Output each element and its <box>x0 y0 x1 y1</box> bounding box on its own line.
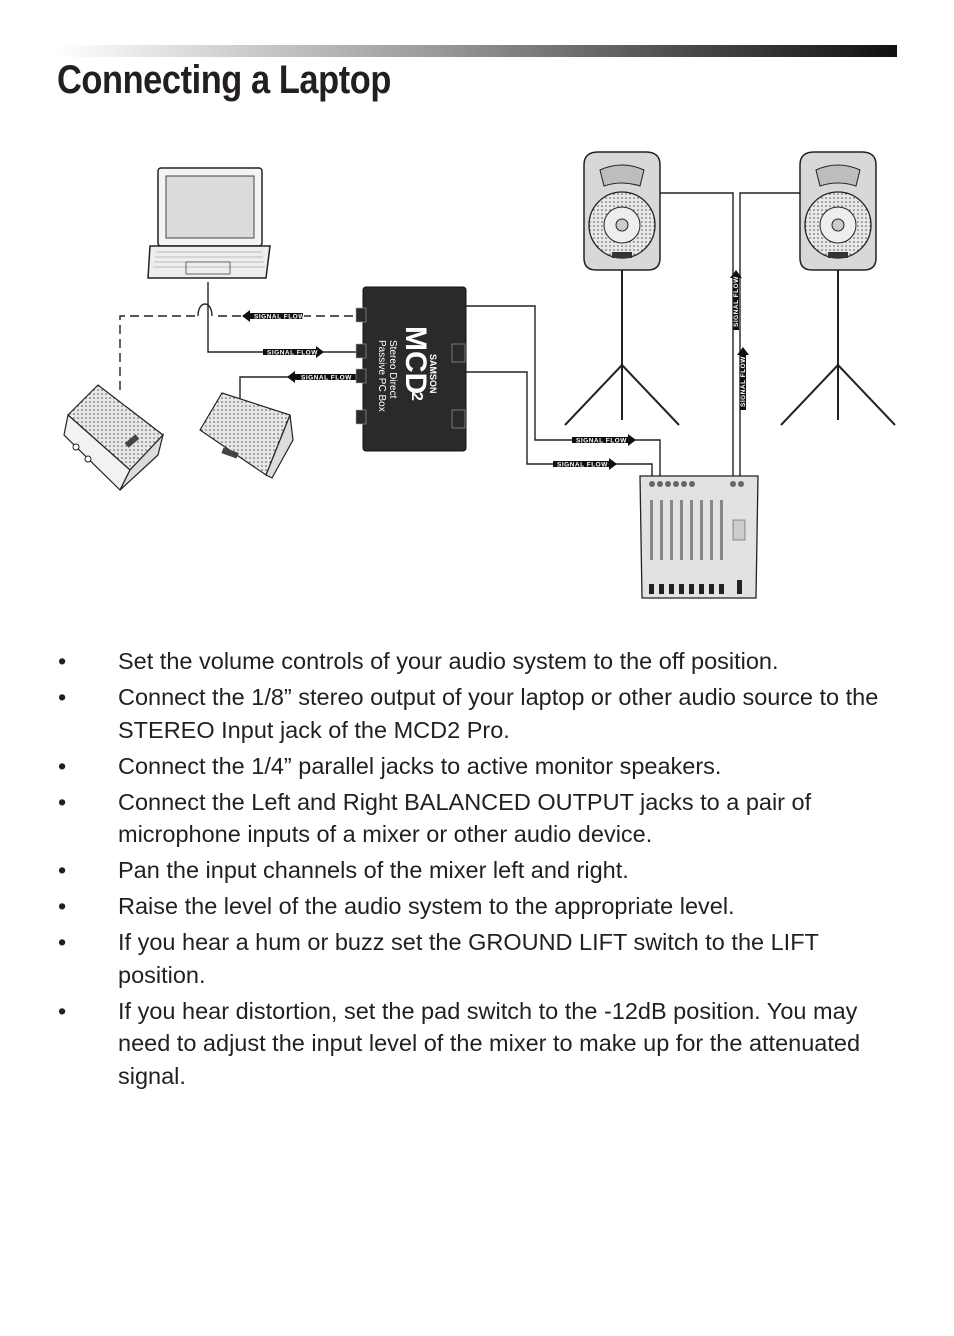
bullet: • <box>58 752 67 779</box>
bullet: • <box>58 997 67 1024</box>
step-text: Connect the 1/4” parallel jacks to activ… <box>118 752 722 779</box>
svg-text:Stereo Direct: Stereo Direct <box>387 340 398 399</box>
list-item: • Set the volume controls of your audio s… <box>58 645 908 678</box>
svg-text:SIGNAL FLOW: SIGNAL FLOW <box>740 356 747 407</box>
list-item: • Raise the level of the audio system to … <box>58 890 908 923</box>
bullet: • <box>58 857 67 883</box>
floor-monitor-left <box>63 384 165 492</box>
svg-text:SIGNAL FLOW: SIGNAL FLOW <box>267 350 318 357</box>
bullet: • <box>58 788 67 815</box>
list-item: • If you hear distortion, set the pad swi… <box>58 995 908 1093</box>
step-text: If you hear distortion, set the pad swit… <box>118 997 861 1089</box>
header-gradient-bar <box>58 45 897 57</box>
signal-flow-arrow-stereo-in: SIGNAL FLOW <box>263 346 324 358</box>
svg-text:2: 2 <box>408 392 425 401</box>
signal-flow-arrow-mixer-out-left: SIGNAL FLOW <box>730 270 742 330</box>
svg-text:Passive PC Box: Passive PC Box <box>376 340 387 412</box>
pa-speaker-right <box>780 151 896 426</box>
svg-text:SIGNAL FLOW: SIGNAL FLOW <box>254 314 305 321</box>
page-title: Connecting a Laptop <box>57 58 391 102</box>
bullet: • <box>58 648 67 674</box>
bullet: • <box>58 929 67 955</box>
bullet: • <box>58 684 67 710</box>
signal-flow-arrow-mixer-out-right: SIGNAL FLOW <box>737 347 749 410</box>
svg-text:SIGNAL FLOW: SIGNAL FLOW <box>557 462 608 469</box>
instruction-list: • Set the volume controls of your audio s… <box>58 645 908 1096</box>
pa-speaker-left <box>564 151 680 426</box>
list-item: • Pan the input channels of the mixer lef… <box>58 854 908 887</box>
list-item: • Connect the Left and Right BALANCED OUT… <box>58 786 908 851</box>
list-item: • Connect the 1/4” parallel jacks to acti… <box>58 750 908 783</box>
signal-flow-arrow-balanced-right: SIGNAL FLOW <box>553 458 617 470</box>
step-text: Raise the level of the audio system to t… <box>118 893 735 919</box>
svg-text:MCD: MCD <box>399 326 432 394</box>
step-text: Connect the 1/8” stereo output of your l… <box>118 684 879 743</box>
mcd2-direct-box: MCD 2 Stereo Direct Passive PC Box SAMSO… <box>355 286 467 452</box>
svg-text:SIGNAL FLOW: SIGNAL FLOW <box>733 276 740 327</box>
signal-flow-arrow-monitor: SIGNAL FLOW <box>287 371 356 383</box>
connection-diagram: SIGNAL FLOW SIGNAL FLOW SIGNAL FLOW SIGN… <box>63 151 896 599</box>
laptop <box>147 167 271 279</box>
svg-text:SAMSON: SAMSON <box>428 354 438 394</box>
step-text: Set the volume controls of your audio sy… <box>118 648 779 674</box>
step-text: Connect the Left and Right BALANCED OUTP… <box>118 788 812 848</box>
svg-text:SIGNAL FLOW: SIGNAL FLOW <box>576 438 627 445</box>
list-item: • Connect the 1/8” stereo output of your … <box>58 681 908 746</box>
signal-flow-arrow-balanced-left: SIGNAL FLOW <box>572 434 636 446</box>
bullet: • <box>58 893 67 919</box>
step-text: If you hear a hum or buzz set the GROUND… <box>118 929 819 988</box>
floor-monitor-right <box>199 392 294 479</box>
step-text: Pan the input channels of the mixer left… <box>118 857 629 883</box>
list-item: • If you hear a hum or buzz set the GROUN… <box>58 926 908 991</box>
signal-flow-arrow-laptop-out: SIGNAL FLOW <box>242 310 305 322</box>
svg-text:SIGNAL FLOW: SIGNAL FLOW <box>301 375 352 382</box>
mixer <box>639 475 759 599</box>
